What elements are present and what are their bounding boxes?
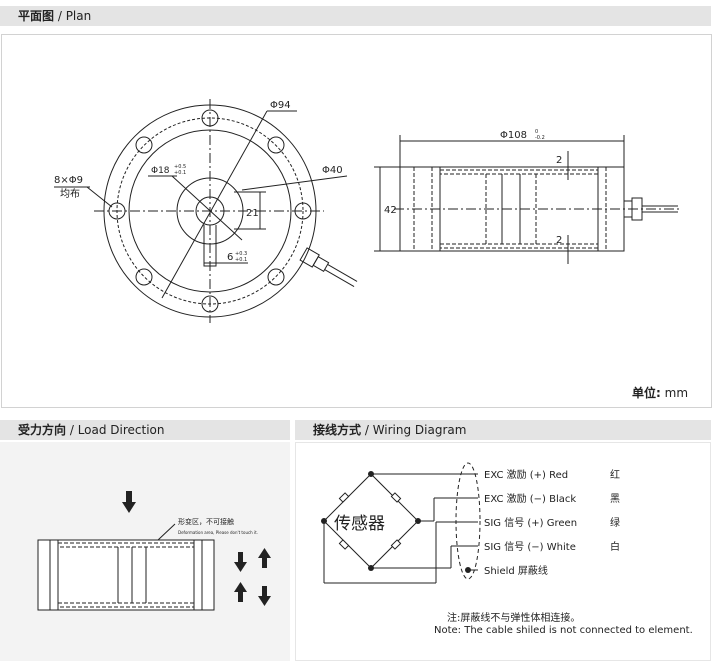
wire-color-3: 绿 (610, 516, 620, 529)
section-title-en: Load Direction (77, 423, 165, 437)
sensor-label: 传感器 (334, 514, 385, 534)
wiring-drawing: 传感器 EXC 激励 (+) Red 红 EXC 激励 (−) Black 黑 … (321, 462, 620, 584)
section-title-sep: / (54, 9, 66, 23)
dim-2-bottom: 2 (556, 235, 562, 246)
dim-6-tol-up: +0.3 (235, 251, 247, 257)
mount-hole (201, 295, 219, 313)
load-body (37, 523, 215, 611)
dim-phi18-tol-dn: +0.1 (174, 170, 186, 176)
mount-hole (135, 268, 153, 286)
wire-color-2: 黑 (610, 493, 620, 505)
unit-label-text: 单位: (632, 386, 661, 400)
dim-6: 6 (227, 252, 233, 263)
note-cn: 注:屏蔽线不与弹性体相连接。 (447, 613, 581, 624)
section-title-sep: / (66, 423, 78, 437)
mount-hole (135, 136, 153, 154)
unit-value: mm (664, 386, 689, 400)
section-title-cn: 接线方式 (313, 423, 362, 437)
dim-phi94: Φ94 (270, 100, 291, 111)
cable-gland-top (299, 247, 358, 288)
mount-hole (201, 109, 219, 127)
section-title-en: Plan (65, 9, 92, 23)
wire-color-4: 白 (610, 540, 620, 553)
dim-phi18-tol-up: +0.5 (174, 164, 186, 170)
load-arrow-down (122, 491, 136, 513)
shield-ellipse (455, 462, 481, 580)
dim-line-phi18 (171, 175, 243, 241)
section-title-sep: / (361, 423, 373, 437)
section-header-plan: 平面图 / Plan (0, 6, 711, 26)
dim-line-holes (86, 186, 113, 208)
dim-phi108-tol-dn: -0.2 (535, 135, 545, 141)
wiring-panel: 传感器 EXC 激励 (+) Red 红 EXC 激励 (−) Black 黑 … (295, 442, 711, 661)
load-panel: 形变区，不可接触 Deformation area, Please don't … (0, 442, 290, 661)
unit-label: 单位: mm (632, 384, 688, 401)
plan-panel: Φ94 Φ40 Φ18 +0.5 +0.1 8×Φ9 均布 21 6 +0.3 … (1, 34, 712, 408)
dim-6-tol-dn: +0.1 (235, 257, 247, 263)
top-view (54, 99, 358, 323)
section-title-cn: 受力方向 (18, 423, 67, 437)
deform-label-cn: 形变区，不可接触 (178, 517, 234, 526)
wire-label-5: Shield 屏蔽线 (484, 564, 548, 577)
mount-hole (294, 202, 312, 220)
section-header-load: 受力方向 / Load Direction (0, 420, 290, 440)
load-drawing: 形变区，不可接触 Deformation area, Please don't … (37, 491, 271, 611)
bridge-nodes (321, 471, 471, 573)
wire-label-1: EXC 激励 (+) Red (484, 468, 568, 481)
dim-phi108-tol-up: 0 (535, 129, 538, 135)
mount-hole (267, 268, 285, 286)
mount-hole (267, 136, 285, 154)
dim-phi40: Φ40 (322, 165, 343, 176)
side-view (374, 135, 682, 264)
deform-label-en: Deformation area, Please don't touch it. (178, 530, 258, 535)
wire-label-3: SIG 信号 (+) Green (484, 517, 577, 529)
dim-holes: 8×Φ9 (54, 175, 83, 186)
dim-2-top: 2 (556, 155, 562, 166)
section-title-en: Wiring Diagram (372, 423, 467, 437)
dim-line-phi94 (161, 110, 268, 299)
wire-color-1: 红 (610, 468, 620, 481)
section-title-cn: 平面图 (18, 9, 55, 23)
section-header-wiring: 接线方式 / Wiring Diagram (295, 420, 711, 440)
plan-drawing: Φ94 Φ40 Φ18 +0.5 +0.1 8×Φ9 均布 21 6 +0.3 … (54, 99, 682, 323)
dim-holes-note: 均布 (60, 188, 80, 200)
bridge-resistors (338, 492, 402, 550)
dim-line-phi40 (241, 175, 348, 191)
dim-phi18: Φ18 (151, 166, 170, 176)
dim-21: 21 (246, 208, 259, 219)
wire-label-2: EXC 激励 (−) Black (484, 492, 576, 505)
mount-hole (108, 202, 126, 220)
load-arrows-side (234, 548, 271, 606)
wire-label-4: SIG 信号 (−) White (484, 541, 576, 553)
dim-phi108: Φ108 (500, 130, 527, 141)
dim-42: 42 (384, 205, 397, 216)
note-en: Note: The cable shiled is not connected … (434, 625, 693, 636)
